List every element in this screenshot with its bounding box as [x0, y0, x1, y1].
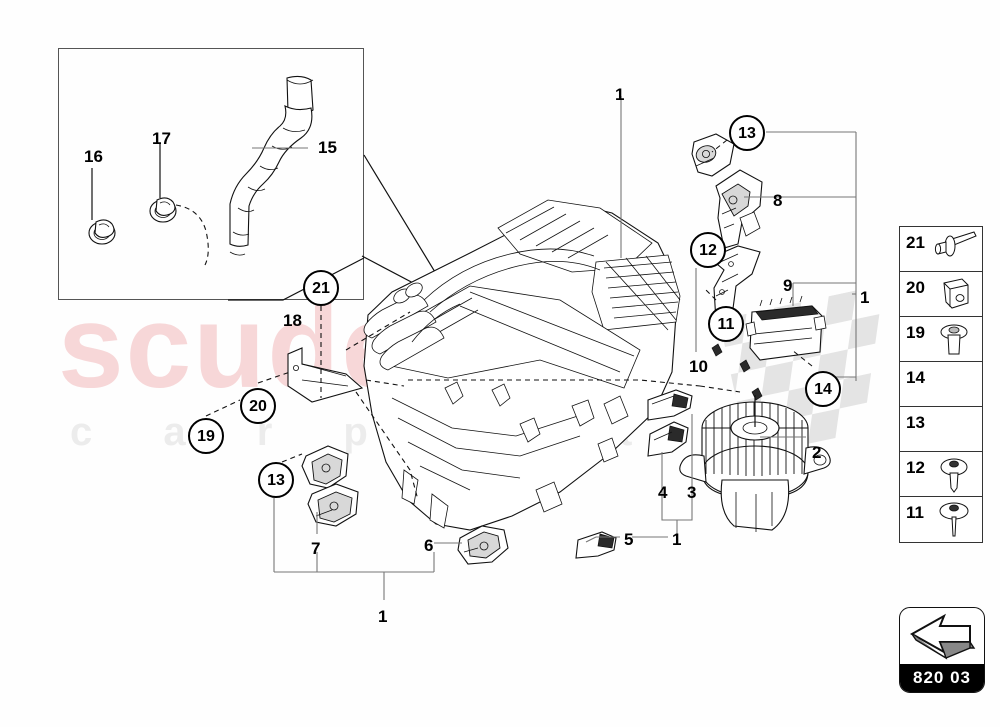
- hose-detail-inset-box: [58, 48, 364, 300]
- label-8: 8: [773, 191, 783, 210]
- spring-clip-icon: [943, 278, 969, 309]
- legend-number-19: 19: [906, 323, 925, 342]
- expanding-rivet-icon: [940, 324, 968, 355]
- label-1-blower: 1: [672, 530, 682, 549]
- label-1-right: 1: [860, 288, 870, 307]
- legend-number-14: 14: [906, 368, 925, 387]
- legend-row-20[interactable]: 20: [900, 272, 982, 317]
- legend-number-11: 11: [906, 503, 924, 522]
- label-9: 9: [783, 276, 793, 295]
- actuator-part-6: [457, 525, 509, 565]
- legend-row-21[interactable]: 21: [900, 227, 982, 272]
- actuator-part-13-right: [691, 133, 735, 177]
- label-15: 15: [318, 138, 337, 157]
- label-16: 16: [84, 147, 103, 166]
- label-5: 5: [624, 530, 634, 549]
- watermark-scuderia: scuderia: [58, 281, 560, 413]
- label-7: 7: [311, 539, 321, 558]
- callout-12[interactable]: 12: [690, 232, 726, 268]
- label-6: 6: [424, 536, 434, 555]
- callout-13-right[interactable]: 13: [729, 115, 765, 151]
- rivet-pin-icon: [934, 231, 977, 257]
- legend-number-21: 21: [906, 233, 925, 252]
- badge-number: 820 03: [900, 664, 984, 692]
- cursor-arrow-icon: [909, 613, 976, 660]
- legend-row-19[interactable]: 19: [900, 317, 982, 362]
- callout-13-left[interactable]: 13: [258, 462, 294, 498]
- legend-number-13: 13: [906, 413, 925, 432]
- label-4: 4: [658, 483, 668, 502]
- flat-head-rivet-icon: [939, 502, 969, 537]
- actuator-part-7: [301, 445, 359, 527]
- legend-number-12: 12: [906, 458, 925, 477]
- section-badge[interactable]: 820 03: [899, 607, 985, 693]
- fastener-legend-panel: 21 20 19 14: [899, 226, 983, 543]
- legend-row-11[interactable]: 11: [900, 497, 982, 542]
- sensor-part-5: [575, 531, 617, 559]
- callout-20[interactable]: 20: [240, 388, 276, 424]
- legend-row-14[interactable]: 14: [900, 362, 982, 407]
- label-2: 2: [812, 443, 822, 462]
- label-3: 3: [687, 483, 697, 502]
- callout-21[interactable]: 21: [303, 270, 339, 306]
- callout-19[interactable]: 19: [188, 418, 224, 454]
- actuator-part-8: [715, 169, 763, 249]
- legend-number-20: 20: [906, 278, 925, 297]
- label-17: 17: [152, 129, 171, 148]
- callout-11[interactable]: 11: [708, 306, 744, 342]
- push-pin-rivet-icon: [940, 458, 968, 493]
- label-1-bottom: 1: [378, 607, 388, 626]
- legend-row-12[interactable]: 12: [900, 452, 982, 497]
- legend-row-13[interactable]: 13: [900, 407, 982, 452]
- label-18: 18: [283, 311, 302, 330]
- callout-14[interactable]: 14: [805, 371, 841, 407]
- watermark-carparts: c a r p a r t s: [70, 410, 756, 454]
- label-1-top: 1: [615, 85, 625, 104]
- label-10: 10: [689, 357, 708, 376]
